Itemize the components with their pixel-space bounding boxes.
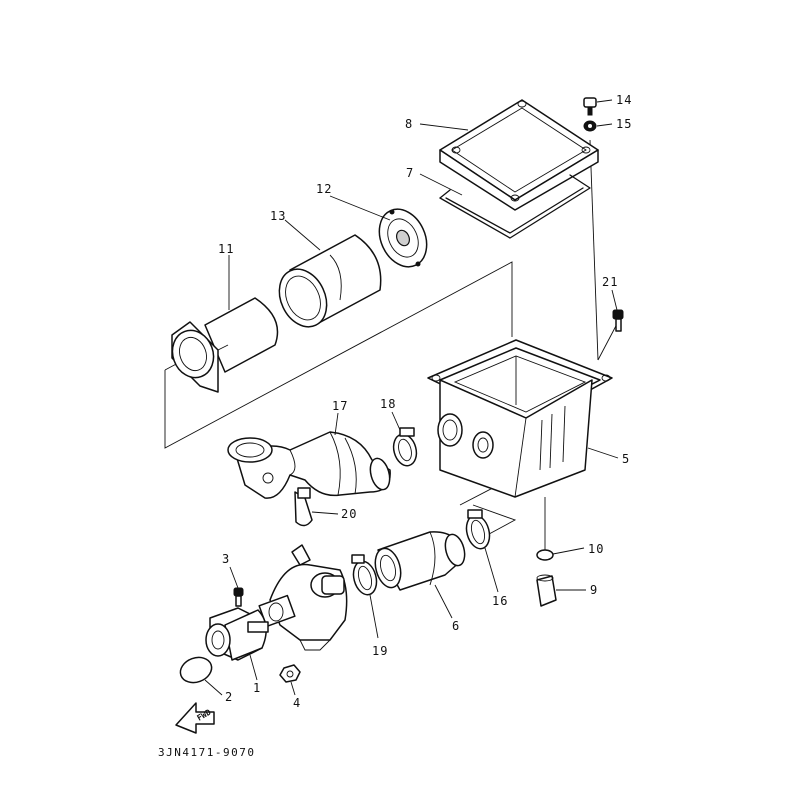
callout-19: 19 — [372, 644, 388, 658]
breather-joint — [294, 487, 313, 527]
case-cap — [439, 99, 599, 211]
callout-3: 3 — [222, 552, 230, 566]
filter-guide — [171, 297, 279, 393]
drain-cap — [536, 574, 557, 607]
callout-12: 12 — [316, 182, 332, 196]
cap-gasket — [439, 174, 591, 239]
callout-10: 10 — [588, 542, 604, 556]
callout-11: 11 — [218, 242, 234, 256]
drain-clip — [536, 549, 554, 561]
clamp-18 — [392, 427, 418, 467]
callout-16: 16 — [492, 594, 508, 608]
callout-7: 7 — [406, 166, 414, 180]
callout-8: 8 — [405, 117, 413, 131]
air-duct-joint — [374, 531, 466, 591]
part-code: 3JN4171-9070 — [158, 746, 255, 759]
callout-6: 6 — [452, 619, 460, 633]
bolt-3 — [233, 587, 244, 607]
callout-21: 21 — [602, 275, 618, 289]
callout-2: 2 — [225, 690, 233, 704]
element-cap — [378, 208, 428, 268]
callout-18: 18 — [380, 397, 396, 411]
clamp-19 — [351, 554, 378, 596]
callout-9: 9 — [590, 583, 598, 597]
callouts: 1 2 3 4 5 6 7 8 9 10 11 12 13 — [204, 93, 632, 710]
callout-5: 5 — [622, 452, 630, 466]
o-ring — [179, 656, 213, 684]
callout-1: 1 — [253, 681, 261, 695]
washer-15 — [583, 120, 597, 132]
clamp-16 — [465, 509, 491, 550]
bolt-21 — [612, 309, 624, 332]
fwd-arrow: FWD — [175, 702, 215, 734]
callout-15: 15 — [616, 117, 632, 131]
screw-14 — [583, 97, 597, 116]
filter-element — [278, 234, 382, 328]
carburetor — [258, 544, 348, 651]
callout-14: 14 — [616, 93, 632, 107]
callout-4: 4 — [293, 696, 301, 710]
nut-4 — [279, 664, 301, 683]
callout-17: 17 — [332, 399, 348, 413]
intake-duct — [227, 431, 391, 499]
carburetor-joint — [205, 607, 269, 661]
callout-20: 20 — [341, 507, 357, 521]
callout-13: 13 — [270, 209, 286, 223]
air-filter-case — [427, 339, 613, 498]
